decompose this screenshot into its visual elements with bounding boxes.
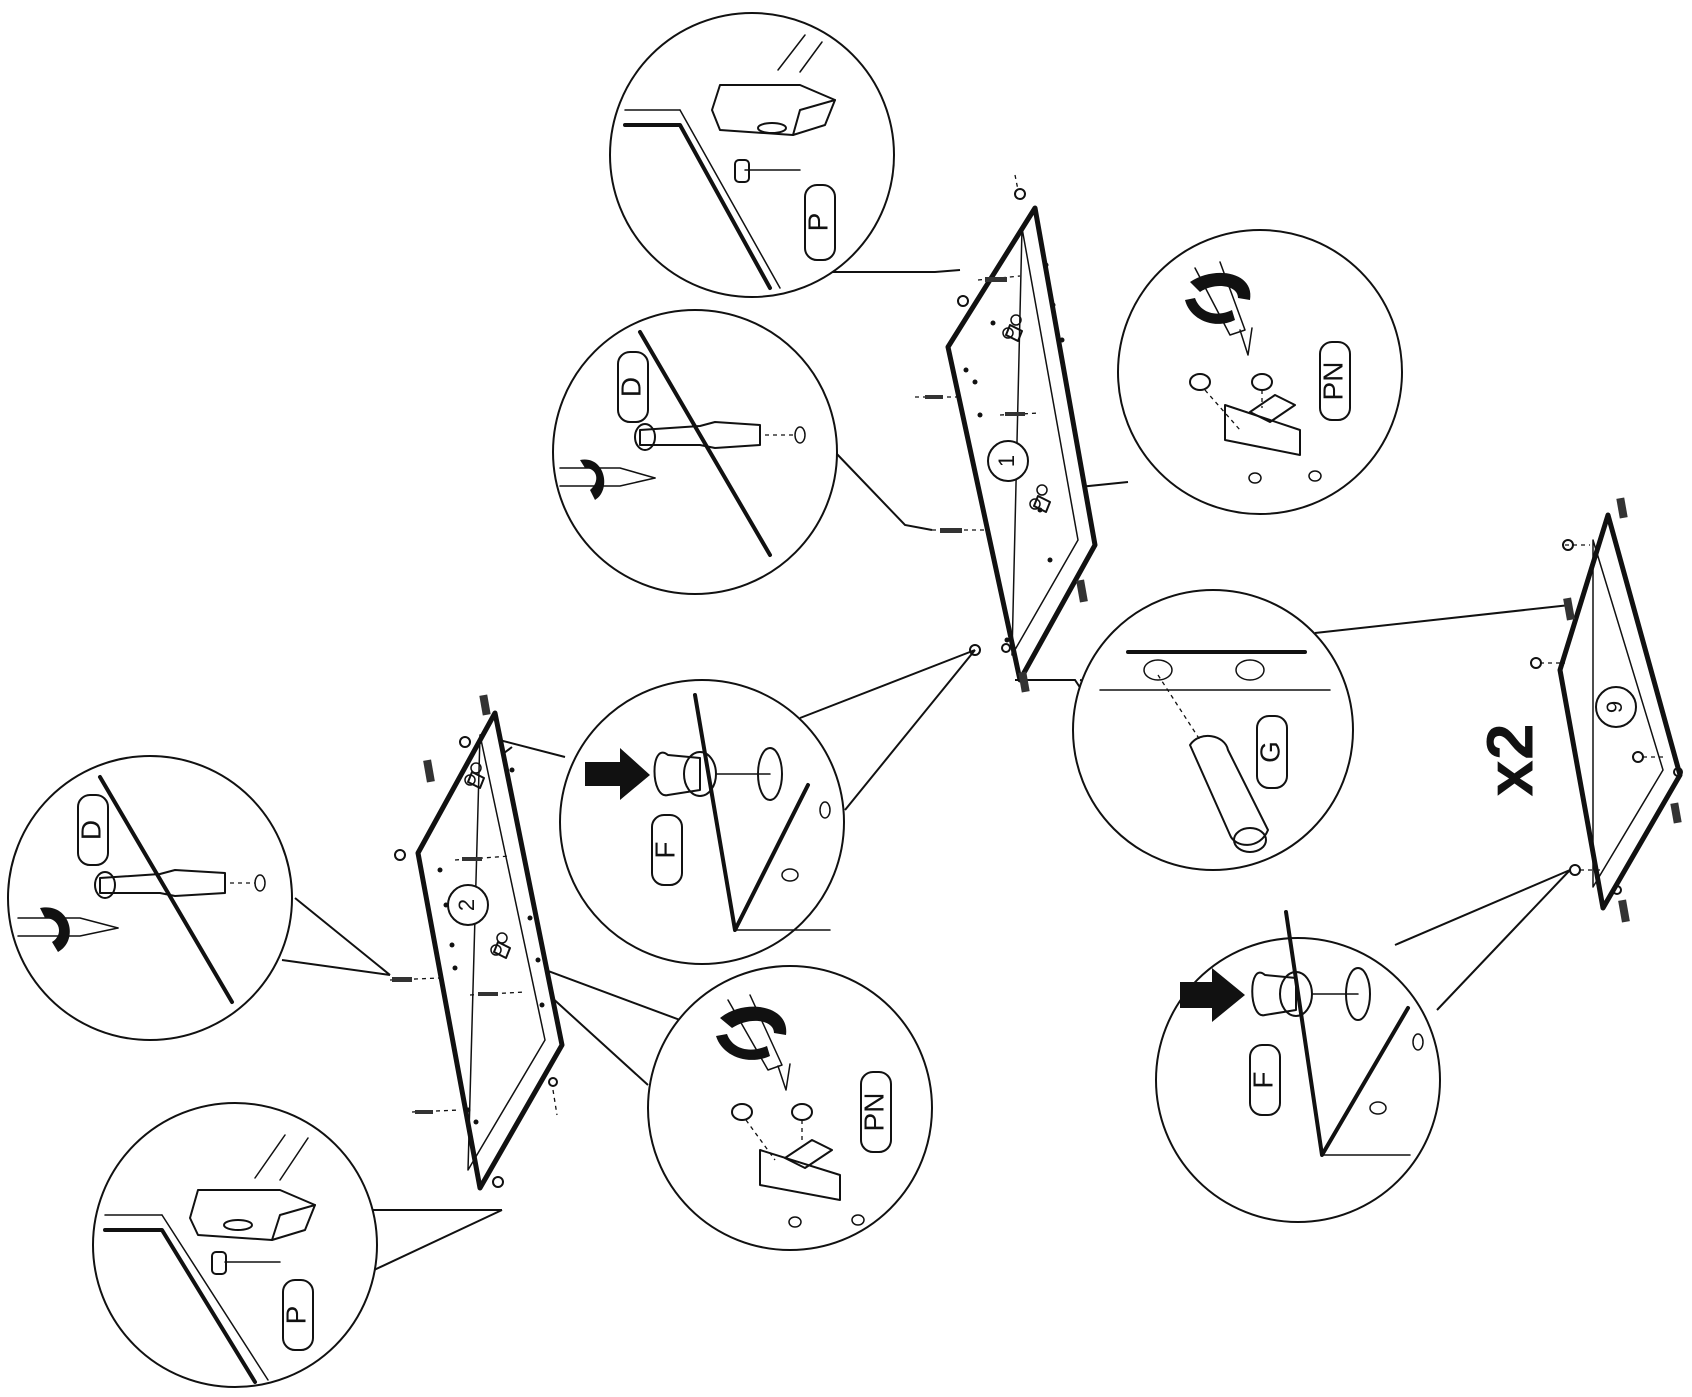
panel-1-number: 1 — [994, 455, 1019, 467]
svg-text:P: P — [802, 213, 833, 232]
callout-pn-top-label: PN — [1317, 362, 1348, 401]
panel-2-number-badge — [447, 884, 489, 926]
panel-2-hardware — [389, 694, 558, 1188]
callout-g: G — [1072, 589, 1354, 871]
panel-9-number-badge — [1595, 686, 1637, 728]
panel-2: 2 — [389, 694, 565, 1191]
panel-9-number: 9 — [1602, 701, 1627, 713]
panel-1-number-badge — [987, 440, 1029, 482]
callout-d-left-label: D — [75, 820, 106, 840]
quantity-multiplier: x2 — [1472, 723, 1546, 796]
callout-f-mid: F — [559, 679, 845, 965]
callout-p-top: P P — [609, 12, 895, 298]
panel-2-holes — [437, 767, 545, 1125]
callout-d-top-label: D — [615, 377, 646, 397]
callout-f-right: F — [1155, 910, 1441, 1223]
callout-f-right-label: F — [1247, 1071, 1278, 1088]
callout-p-bottom-label: P — [280, 1306, 311, 1325]
panel-1-hardware — [915, 174, 1088, 693]
panel-1: 1 — [915, 174, 1098, 693]
callout-g-label: G — [1254, 741, 1285, 763]
callout-d-top: D — [552, 309, 838, 595]
panel-9-hardware — [1530, 497, 1683, 923]
callout-f-mid-label: F — [649, 841, 680, 858]
callout-p-bottom: P — [92, 1102, 378, 1388]
callout-pn-bottom: PN — [647, 965, 933, 1251]
callout-pn-bottom-label: PN — [858, 1093, 889, 1132]
panel-2-number: 2 — [454, 899, 479, 911]
callout-d-left: D — [7, 755, 293, 1041]
panel-9: 9 — [1530, 497, 1683, 923]
callout-pn-top: PN — [1117, 229, 1403, 515]
